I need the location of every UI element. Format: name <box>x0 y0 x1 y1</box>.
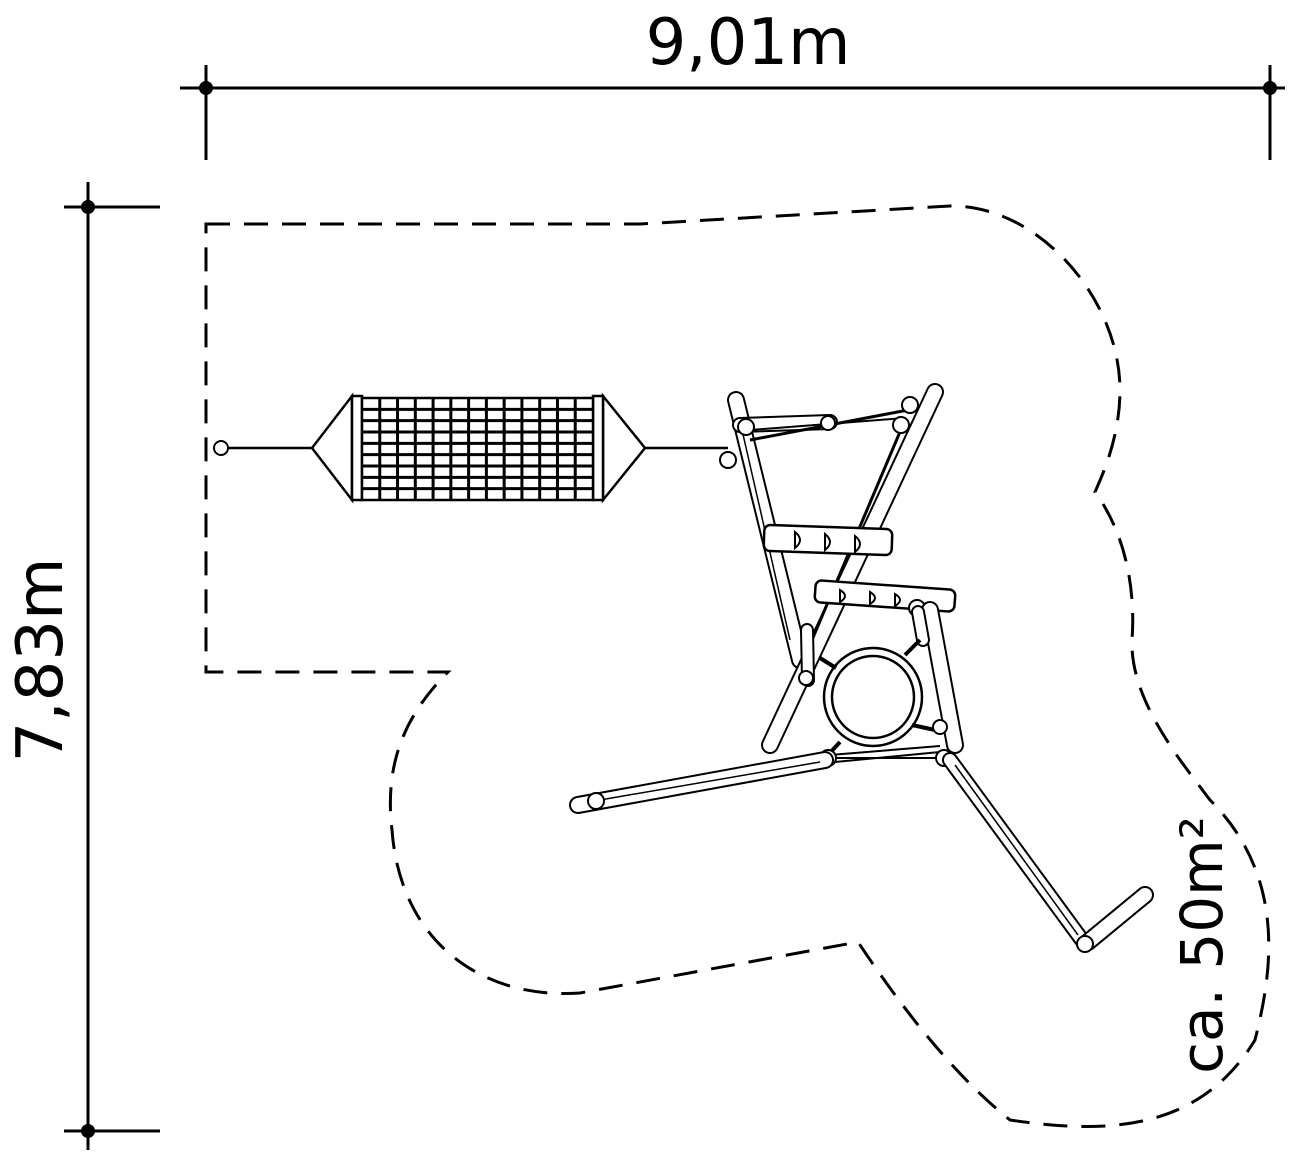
width-label: 9,01m <box>646 6 851 80</box>
width-dimension: 9,01m <box>180 6 1285 160</box>
area-label: ca. 50m² <box>1168 816 1236 1074</box>
tunnel-net-grid <box>360 396 595 502</box>
height-label: 7,83m <box>4 558 78 763</box>
height-dimension: 7,83m <box>4 182 160 1150</box>
climbing-structure <box>569 383 1154 953</box>
safety-area-outline <box>204 204 1271 1128</box>
net-tunnel <box>213 392 728 504</box>
